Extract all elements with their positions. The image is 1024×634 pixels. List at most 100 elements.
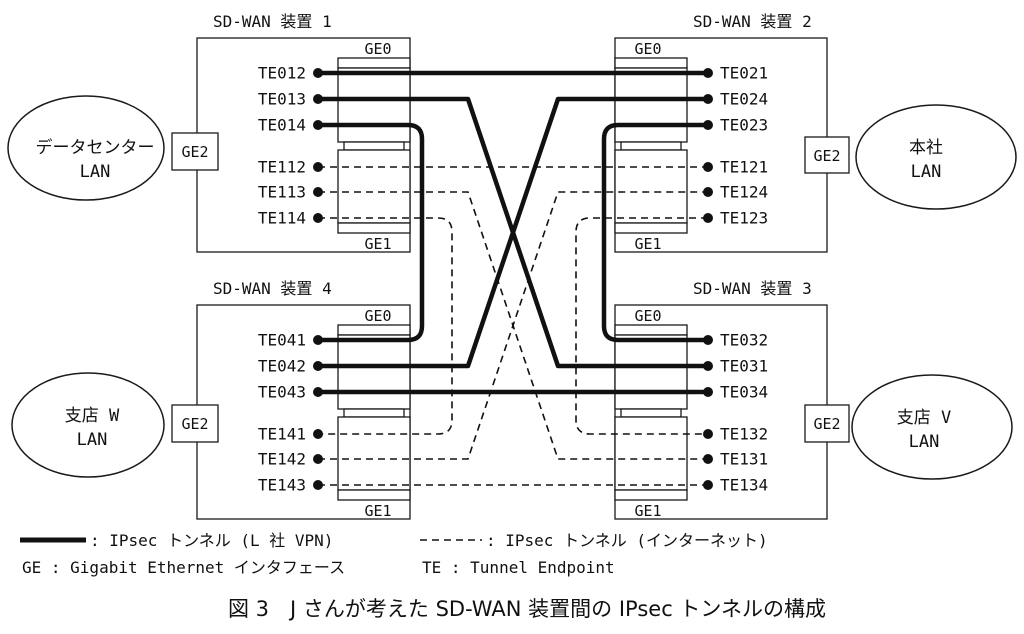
lan-name: 本社 <box>909 138 943 158</box>
te-label-te034: TE034 <box>720 383 768 402</box>
ge1-label: GE1 <box>634 235 661 253</box>
lan-ellipse <box>7 95 165 201</box>
te-dot-te031 <box>703 361 713 371</box>
lan-data-center: データセンター LAN <box>7 95 165 201</box>
te-dot-te121 <box>703 162 713 172</box>
device-title: SD-WAN 装置 1 <box>213 12 332 31</box>
te-label-te142: TE142 <box>258 450 306 469</box>
port-block-connector <box>620 141 682 151</box>
ge1-port-block <box>337 149 411 234</box>
legend-ge-text: GE : Gigabit Ethernet インタフェース <box>22 558 345 577</box>
lan-sub-label: LAN <box>80 162 111 182</box>
ge2-port-box <box>804 404 850 443</box>
lan-sub-label: LAN <box>911 162 942 182</box>
te-dot-te021 <box>703 68 713 78</box>
ge0-label: GE0 <box>364 40 391 58</box>
legend: : IPsec トンネル (L 社 VPN) : IPsec トンネル (インタ… <box>20 531 768 577</box>
te-dot-te124 <box>703 187 713 197</box>
ge2-port: GE2 <box>804 136 850 174</box>
lan-sub-label: LAN <box>77 430 108 450</box>
device-title: SD-WAN 装置 2 <box>693 12 812 31</box>
ge0-label: GE0 <box>634 40 661 58</box>
lan-ellipse <box>855 104 1017 210</box>
ge2-port-box <box>171 132 219 171</box>
ge0-label: GE0 <box>634 307 661 325</box>
te-dot-te131 <box>703 454 713 464</box>
lan-ellipse <box>11 372 165 478</box>
internet-tunnel-te123-te132 <box>575 217 708 435</box>
te-label-te013: TE013 <box>258 90 306 109</box>
port-block-body <box>614 149 688 224</box>
vpn-tunnel-te014-te041 <box>318 122 425 343</box>
sd-wan-device-1: SD-WAN 装置 1 GE0 GE1 GE2 <box>171 12 411 253</box>
ge1-port-block <box>614 149 688 234</box>
figure-caption: 図 3 J さんが考えた SD-WAN 装置間の IPsec トンネルの構成 <box>228 597 826 621</box>
ge2-port: GE2 <box>804 404 850 443</box>
te-label-te021: TE021 <box>720 64 768 83</box>
port-block-band <box>337 324 411 336</box>
port-block-body <box>337 67 411 143</box>
ge2-port: GE2 <box>171 404 219 443</box>
lan-name: 支店 W <box>65 406 120 426</box>
lan-sub-label: LAN <box>909 432 940 452</box>
port-block-band <box>614 222 688 234</box>
port-block-band <box>337 57 411 69</box>
lan-branch-v: 支店 V LAN <box>851 374 1013 480</box>
tunnel-endpoints: TE012TE013TE014TE112TE113TE114TE021TE024… <box>258 64 768 495</box>
port-block-connector <box>343 141 405 151</box>
device-title: SD-WAN 装置 3 <box>693 279 812 298</box>
te-dot-te141 <box>313 429 323 439</box>
port-block-connector <box>343 408 405 418</box>
ge2-label: GE2 <box>813 147 840 165</box>
ge1-port-block <box>614 416 688 501</box>
te-label-te023: TE023 <box>720 116 768 135</box>
ge1-port-block <box>337 416 411 501</box>
lan-name: データセンター <box>36 137 155 158</box>
te-label-te141: TE141 <box>258 425 306 444</box>
port-block-body <box>614 416 688 491</box>
ge0-label: GE0 <box>364 307 391 325</box>
ge0-port-block <box>337 324 411 410</box>
port-block-connector <box>620 408 682 418</box>
te-label-te032: TE032 <box>720 331 768 350</box>
ge1-label: GE1 <box>634 502 661 520</box>
te-label-te134: TE134 <box>720 476 768 495</box>
ge2-label: GE2 <box>181 143 208 161</box>
lan-ellipse <box>851 374 1013 480</box>
te-dot-te014 <box>313 120 323 130</box>
te-dot-te123 <box>703 213 713 223</box>
ge0-port-block <box>614 324 688 410</box>
legend-internet-text: : IPsec トンネル (インターネット) <box>486 531 768 550</box>
te-dot-te143 <box>313 480 323 490</box>
te-label-te043: TE043 <box>258 383 306 402</box>
sd-wan-device-3: SD-WAN 装置 3 GE0 GE1 GE2 <box>614 279 850 520</box>
sd-wan-device-2: SD-WAN 装置 2 GE0 GE1 GE2 <box>614 12 850 253</box>
port-block-body <box>337 334 411 410</box>
te-dot-te114 <box>313 213 323 223</box>
te-label-te041: TE041 <box>258 331 306 350</box>
te-label-te042: TE042 <box>258 357 306 376</box>
te-label-te132: TE132 <box>720 425 768 444</box>
vpn-tunnel-te023-te032 <box>601 122 708 343</box>
te-label-te131: TE131 <box>720 450 768 469</box>
te-dot-te012 <box>313 68 323 78</box>
te-label-te112: TE112 <box>258 158 306 177</box>
ge2-label: GE2 <box>813 415 840 433</box>
te-dot-te142 <box>313 454 323 464</box>
ge1-label: GE1 <box>364 502 391 520</box>
lan-name: 支店 V <box>897 408 951 428</box>
te-label-te012: TE012 <box>258 64 306 83</box>
port-block-band <box>614 324 688 336</box>
te-dot-te113 <box>313 187 323 197</box>
port-block-body <box>614 67 688 143</box>
device-title: SD-WAN 装置 4 <box>213 279 332 298</box>
te-dot-te042 <box>313 361 323 371</box>
port-block-band <box>337 222 411 234</box>
te-dot-te041 <box>313 335 323 345</box>
port-block-body <box>614 334 688 410</box>
te-dot-te112 <box>313 162 323 172</box>
lan-headquarters: 本社 LAN <box>855 104 1017 210</box>
te-dot-te024 <box>703 94 713 104</box>
ge0-port-block <box>614 57 688 143</box>
port-block-body <box>337 149 411 224</box>
